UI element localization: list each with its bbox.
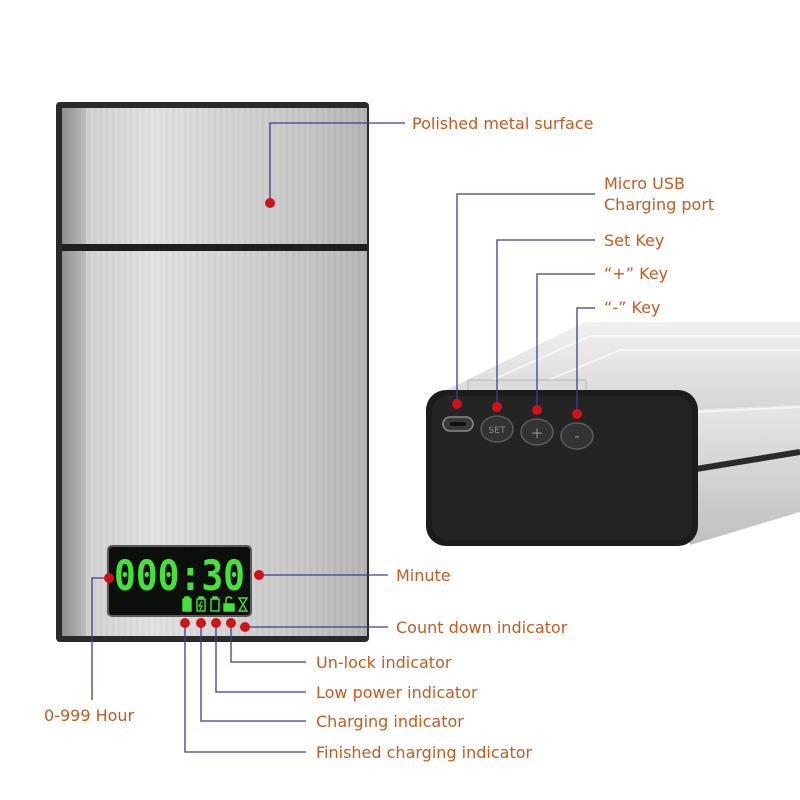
unlock-icon xyxy=(223,596,235,612)
dot-hour xyxy=(104,573,114,583)
leader-charging xyxy=(200,623,306,722)
marker-dots xyxy=(104,198,582,632)
label-minus-key: “-” Key xyxy=(604,298,661,317)
battery-charging-icon xyxy=(196,596,206,612)
label-micro-usb-line2: Charging port xyxy=(604,195,715,214)
dot-minute xyxy=(254,570,264,580)
leader-polished-metal xyxy=(269,122,405,202)
set-key[interactable]: SET xyxy=(480,415,514,443)
hourglass-icon xyxy=(237,597,249,612)
leader-finished-charging xyxy=(184,623,306,753)
upright-box: 000:30 xyxy=(56,102,369,642)
lcd-status-icons xyxy=(182,596,249,612)
dot-polished-metal xyxy=(265,198,275,208)
label-countdown: Count down indicator xyxy=(396,618,568,637)
dot-set-key xyxy=(492,402,502,412)
leader-low-power xyxy=(215,623,306,693)
dot-minus-key xyxy=(572,409,582,419)
leader-micro-usb xyxy=(456,193,595,404)
minus-key[interactable]: - xyxy=(560,422,594,450)
leader-set-key xyxy=(496,239,595,407)
box-seam xyxy=(62,244,367,251)
box-end-view: SET + - xyxy=(426,322,800,546)
box-lid-texture xyxy=(62,108,367,246)
battery-empty-icon xyxy=(210,596,220,612)
box-side-edge xyxy=(691,406,800,413)
plus-key-label: + xyxy=(531,424,544,442)
label-micro-usb-line1: Micro USB xyxy=(604,174,685,193)
label-hour: 0-999 Hour xyxy=(44,706,135,725)
label-set-key: Set Key xyxy=(604,231,665,250)
label-plus-key: “+” Key xyxy=(604,264,669,283)
minus-key-label: - xyxy=(574,427,579,445)
box-side-face xyxy=(690,405,800,545)
leader-unlock xyxy=(230,623,306,663)
box-body-side xyxy=(62,251,86,636)
battery-full-icon xyxy=(182,596,192,612)
micro-usb-slot xyxy=(450,422,466,426)
box-side-seam xyxy=(689,449,800,473)
dot-unlock xyxy=(226,618,236,628)
set-key-label: SET xyxy=(489,426,506,436)
end-panel-inner xyxy=(432,396,692,540)
label-charging: Charging indicator xyxy=(316,712,464,731)
lcd-digits: 000:30 xyxy=(114,551,245,600)
leader-minus-key xyxy=(576,307,595,414)
dot-countdown xyxy=(240,622,250,632)
label-polished-metal: Polished metal surface xyxy=(412,114,594,133)
label-finished-charging: Finished charging indicator xyxy=(316,743,533,762)
leader-lines xyxy=(91,122,595,753)
leader-plus-key xyxy=(536,273,595,410)
dot-micro-usb xyxy=(452,399,462,409)
dot-charging xyxy=(196,618,206,628)
dot-plus-key xyxy=(532,405,542,415)
leader-hour xyxy=(91,577,108,700)
plus-key[interactable]: + xyxy=(520,418,554,446)
dot-finished-charging xyxy=(180,618,190,628)
dot-low-power xyxy=(211,618,221,628)
box-lid-side xyxy=(62,108,86,246)
label-minute: Minute xyxy=(396,566,451,585)
label-unlock: Un-lock indicator xyxy=(316,653,452,672)
box-top-stripes xyxy=(469,335,800,393)
label-low-power: Low power indicator xyxy=(316,683,478,702)
